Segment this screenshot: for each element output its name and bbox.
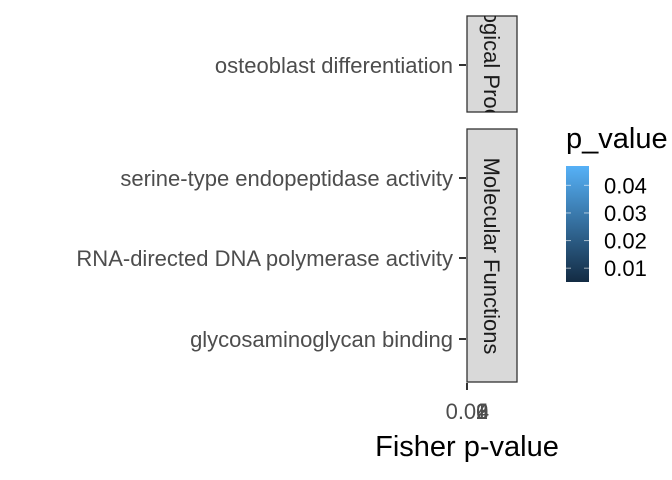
facet-1-strip bbox=[466, 15, 518, 113]
x-tick-label: 3 bbox=[476, 399, 488, 424]
legend-colorbar bbox=[566, 166, 589, 282]
facet-1: Biological Process osteoblast differenti… bbox=[215, 0, 518, 154]
y-tick-label-rna-directed: RNA-directed DNA polymerase activity bbox=[76, 246, 453, 271]
y-tick-label-serine: serine-type endopeptidase activity bbox=[120, 166, 453, 191]
legend-label: 0.04 bbox=[604, 173, 647, 198]
legend-label: 0.01 bbox=[604, 256, 647, 281]
facet-2-strip bbox=[466, 128, 518, 383]
facet-2-strip-label: Molecular Functions bbox=[479, 158, 504, 355]
facet-2: Molecular Functions serine-type endopept… bbox=[76, 128, 518, 383]
x-tick-label: 0.00 bbox=[446, 399, 489, 424]
x-axis-title: Fisher p-value bbox=[375, 431, 559, 463]
y-tick-label-osteoblast: osteoblast differentiation bbox=[215, 53, 453, 78]
x-tick-label: 2 bbox=[476, 399, 488, 424]
legend: p_value 0.04 0.03 0.020.01 bbox=[566, 123, 668, 282]
y-tick-label-glycosaminoglycan: glycosaminoglycan binding bbox=[190, 327, 453, 352]
legend-label: 0.03 bbox=[604, 201, 647, 226]
legend-label: 0.02 bbox=[604, 229, 647, 254]
x-tick-label: 4 bbox=[477, 399, 489, 424]
x-tick-label: 1 bbox=[475, 399, 487, 424]
facet-1-strip-label: Biological Process bbox=[479, 0, 504, 154]
legend-title: p_value bbox=[566, 123, 668, 155]
